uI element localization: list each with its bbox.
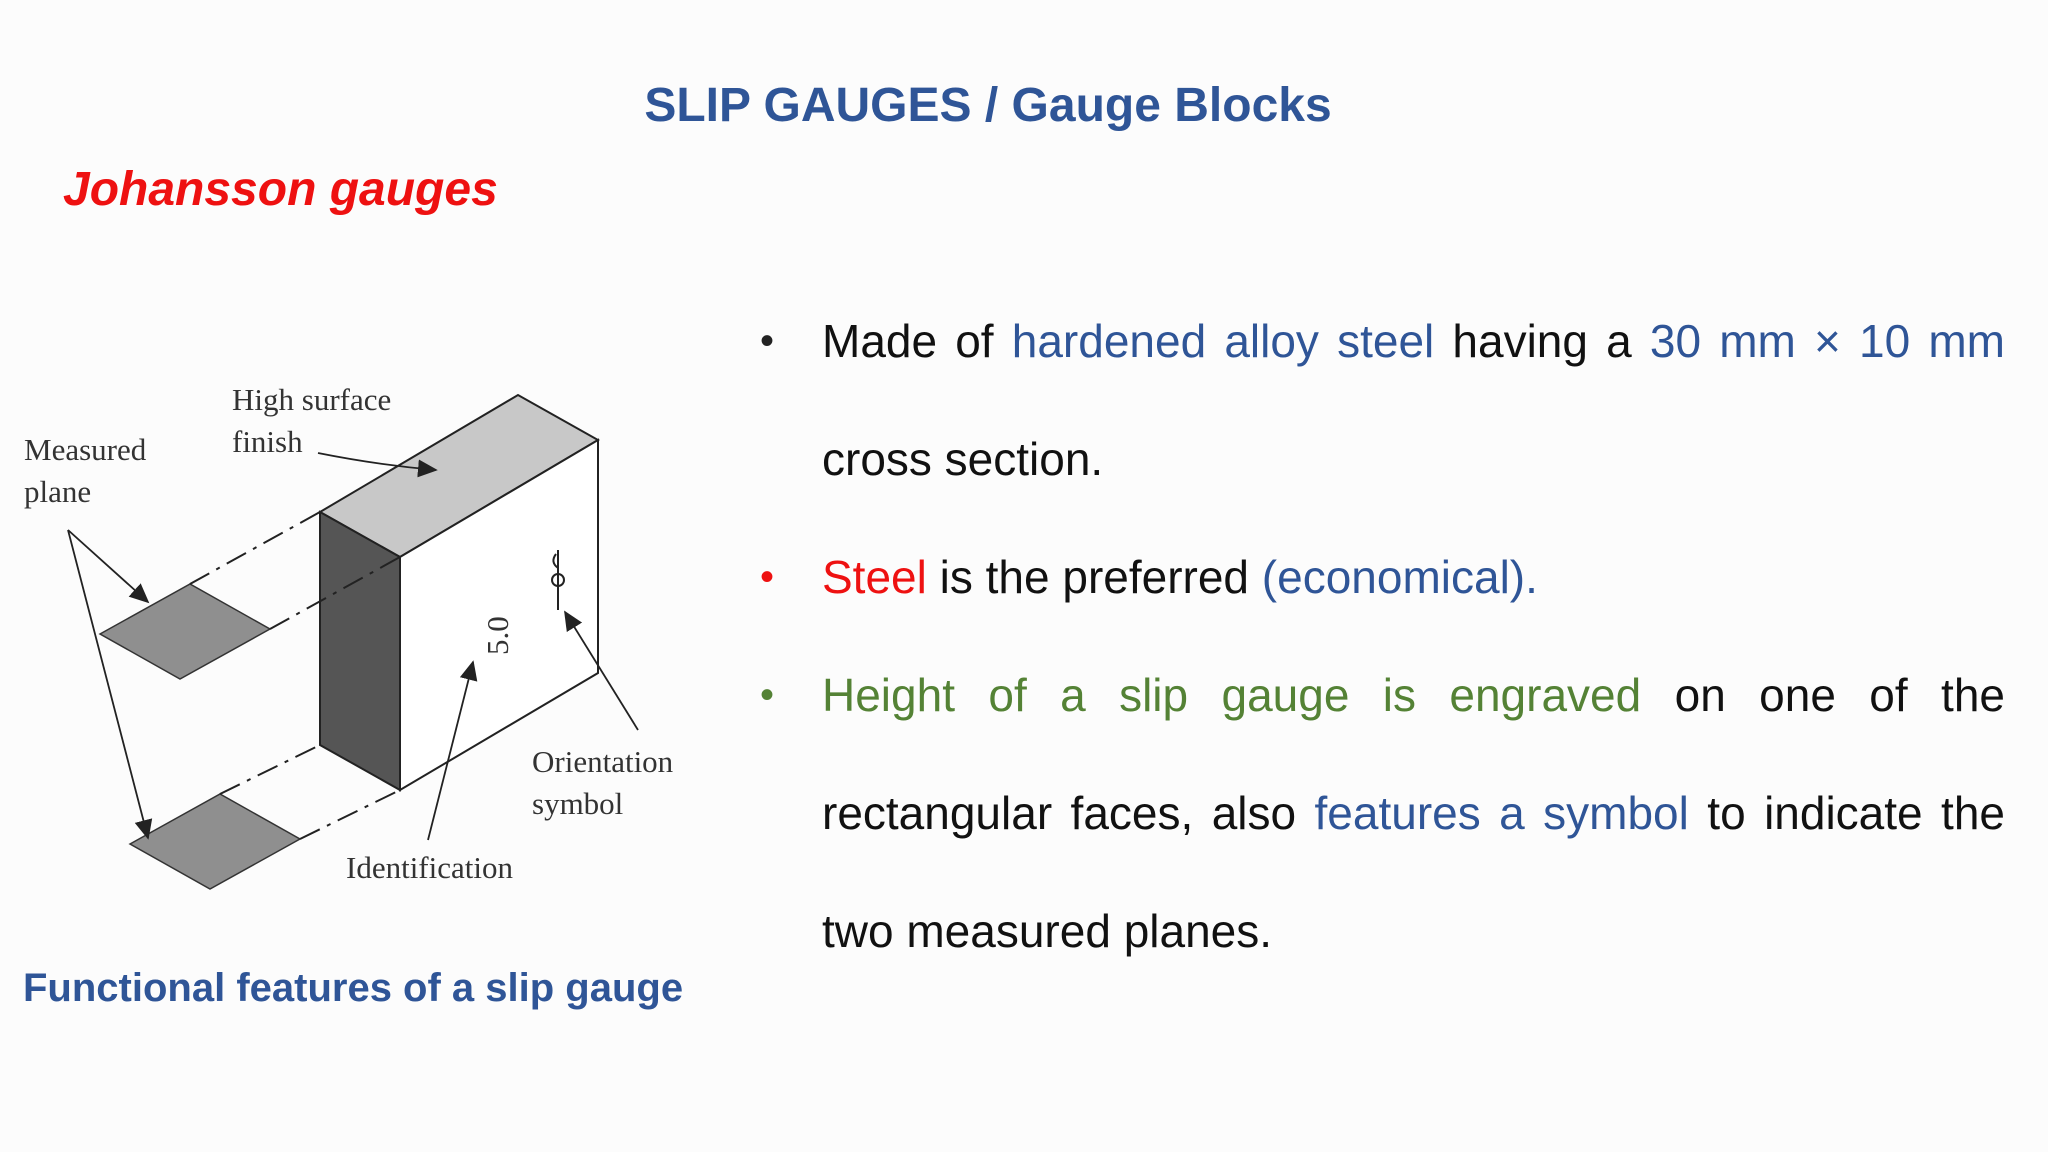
orientation-label: Orientation [532, 744, 674, 779]
highlight-symbol: features a symbol [1314, 787, 1689, 839]
bullet-item-engraving: • Height of a slip gauge is engraved on … [760, 636, 2005, 990]
measured-plane-label-2: plane [24, 474, 91, 509]
bullet-dot-icon: • [760, 673, 775, 717]
surface-finish-label: High surface [232, 382, 391, 417]
bullet-item-material: • Made of hardened alloy steel having a … [760, 282, 2005, 518]
bullet-dot-icon: • [760, 319, 775, 363]
measured-plane-label: Measured [24, 432, 147, 467]
slide-title: SLIP GAUGES / Gauge Blocks [644, 79, 1332, 132]
figure-caption: Functional features of a slip gauge [23, 966, 684, 1010]
bullet-text: to indicate the two measured planes. [822, 787, 2005, 957]
slide-subtitle: Johansson gauges [63, 163, 498, 216]
engraving-text: 5.0 [480, 616, 515, 655]
highlight-engraved: Height of a slip gauge is engraved [822, 669, 1642, 721]
identification-label: Identification [346, 850, 513, 885]
highlight-material: hardened alloy steel [1011, 315, 1435, 367]
bullet-text: having a [1434, 315, 1650, 367]
bullet-text: cross section. [822, 433, 1104, 485]
orientation-label-2: symbol [532, 786, 623, 821]
highlight-economical: (economical). [1261, 551, 1538, 603]
bullet-text: is the preferred [926, 551, 1262, 603]
highlight-dimensions: 30 mm × 10 mm [1649, 315, 2006, 367]
bullet-item-steel: • Steel is the preferred (economical). [760, 518, 2005, 636]
bullet-dot-icon: • [760, 555, 775, 599]
bullet-list: • Made of hardened alloy steel having a … [760, 282, 2005, 990]
slip-gauge-diagram: 5.0 Measured plane High surface finish O… [18, 370, 698, 900]
bullet-text: on one of the rectangular faces, also [822, 669, 2005, 839]
surface-finish-label-2: finish [232, 424, 303, 459]
measured-plane-bottom [128, 793, 302, 890]
highlight-steel: Steel [822, 551, 927, 603]
gauge-front-face [399, 438, 599, 792]
gauge-left-face [319, 510, 401, 792]
bullet-text: Made of [822, 315, 1012, 367]
measured-plane-top [98, 583, 272, 680]
slip-gauge-illustration: 5.0 Measured plane High surface finish O… [24, 382, 674, 890]
orientation-symbol-icon [551, 550, 565, 610]
